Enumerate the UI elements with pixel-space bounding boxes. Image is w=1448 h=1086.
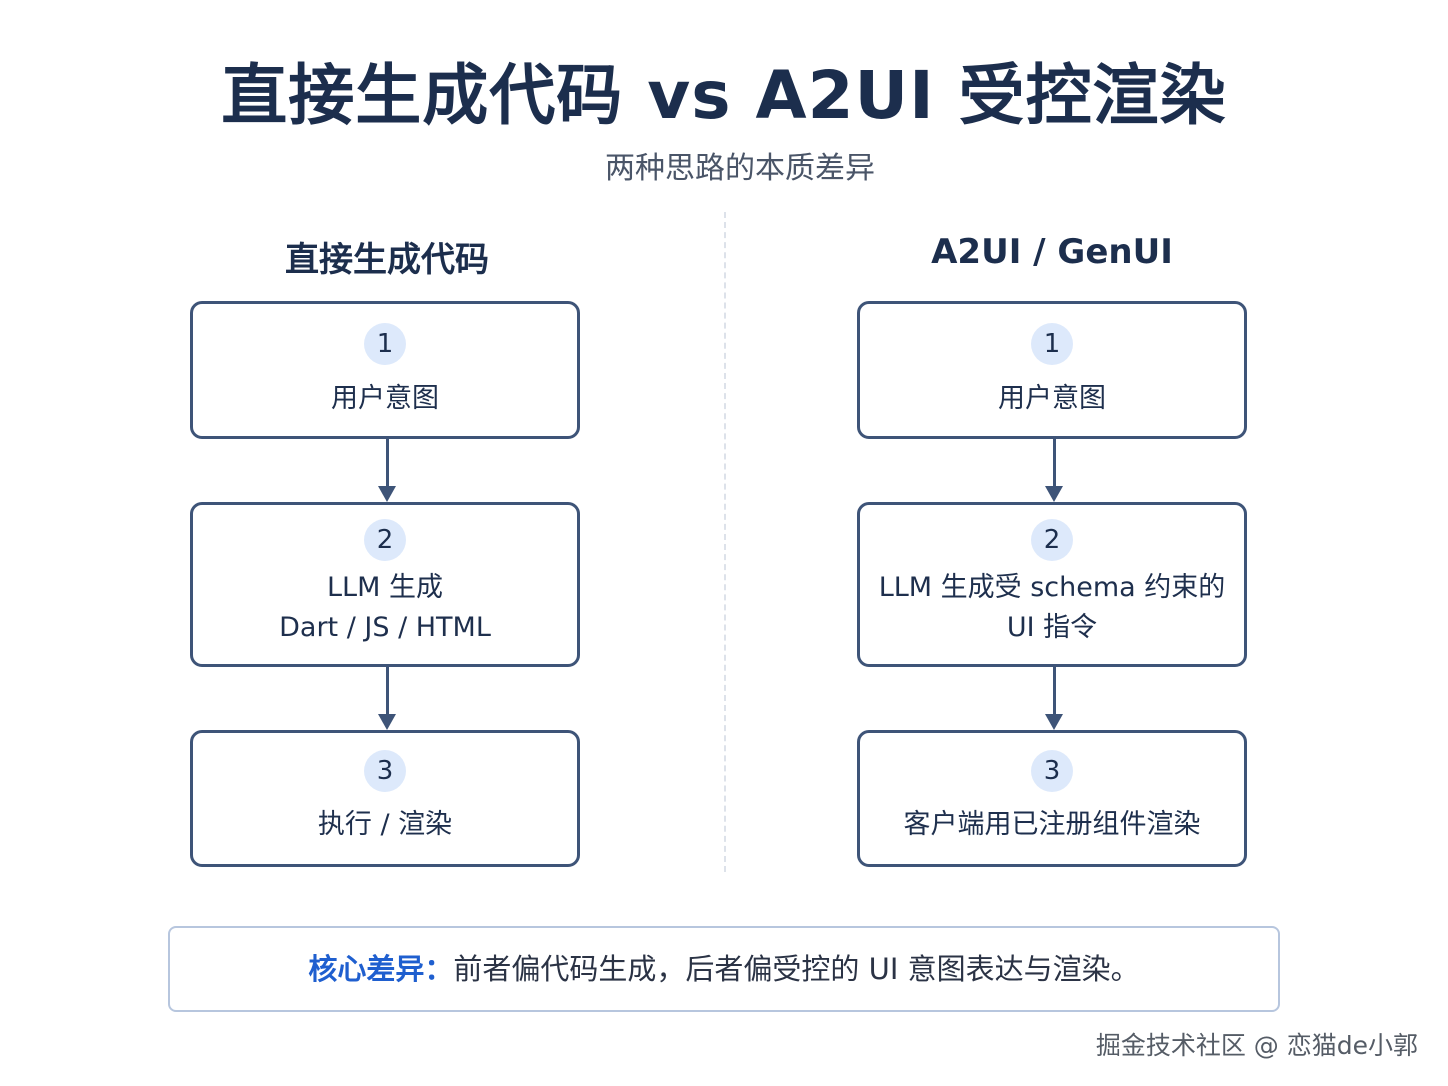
- right-step-2-box: 2 LLM 生成受 schema 约束的 UI 指令: [857, 502, 1247, 667]
- step-number-badge: 2: [1031, 519, 1073, 561]
- step-label: 用户意图: [331, 383, 439, 414]
- left-step-1-box: 1 用户意图: [190, 301, 580, 439]
- summary-label: 核心差异：: [308, 952, 454, 986]
- arrow-down-icon: [1045, 486, 1063, 502]
- watermark: 掘金技术社区 @ 恋猫de小郭: [1095, 1031, 1418, 1060]
- left-arrow-1: [375, 439, 399, 503]
- step-label: LLM 生成: [327, 572, 443, 603]
- step-label: 客户端用已注册组件渲染: [903, 809, 1201, 840]
- step-number-badge: 2: [364, 519, 406, 561]
- step-number-badge: 1: [364, 323, 406, 365]
- left-arrow-2: [375, 667, 399, 731]
- right-step-1-box: 1 用户意图: [857, 301, 1247, 439]
- step-number-badge: 3: [364, 750, 406, 792]
- right-step-3-box: 3 客户端用已注册组件渲染: [857, 730, 1247, 867]
- left-column-heading: 直接生成代码: [285, 240, 489, 280]
- right-arrow-2: [1042, 667, 1066, 731]
- step-label-line-2: UI 指令: [1006, 612, 1098, 643]
- left-step-2-box: 2 LLM 生成 Dart / JS / HTML: [190, 502, 580, 667]
- step-label: 执行 / 渲染: [317, 809, 453, 840]
- arrow-down-icon: [378, 714, 396, 730]
- step-label-line-2: Dart / JS / HTML: [279, 612, 491, 643]
- step-label: 用户意图: [998, 383, 1106, 414]
- step-label: LLM 生成受 schema 约束的: [878, 572, 1226, 603]
- step-number-badge: 3: [1031, 750, 1073, 792]
- arrow-down-icon: [378, 486, 396, 502]
- left-step-3-box: 3 执行 / 渲染: [190, 730, 580, 867]
- summary-text: 前者偏代码生成，后者偏受控的 UI 意图表达与渲染。: [453, 952, 1140, 986]
- arrow-down-icon: [1045, 714, 1063, 730]
- page-title: 直接生成代码 vs A2UI 受控渲染: [221, 57, 1227, 134]
- summary-box: 核心差异：前者偏代码生成，后者偏受控的 UI 意图表达与渲染。: [168, 926, 1280, 1012]
- column-divider: [724, 212, 726, 872]
- step-number-badge: 1: [1031, 323, 1073, 365]
- right-column-heading: A2UI / GenUI: [931, 232, 1173, 272]
- right-arrow-1: [1042, 439, 1066, 503]
- page-subtitle: 两种思路的本质差异: [605, 151, 875, 186]
